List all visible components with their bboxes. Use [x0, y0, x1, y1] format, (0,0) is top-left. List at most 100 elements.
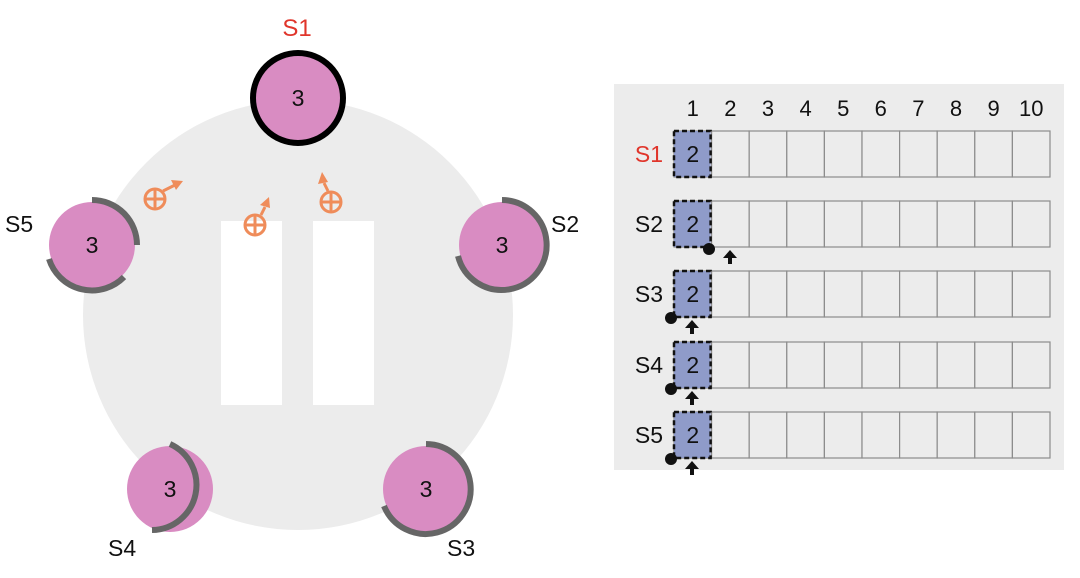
server-s5[interactable]: 3 S5 [5, 197, 140, 294]
log-entry-term: 2 [686, 141, 699, 167]
log-cell [748, 341, 788, 389]
log-entry-term: 2 [686, 281, 699, 307]
log-entry [672, 129, 712, 179]
log-cell [823, 341, 863, 389]
log-row-s1: S1 2 [635, 129, 1051, 179]
server-s4-timeout-ring [151, 441, 200, 533]
log-index-header: 1 [687, 96, 699, 121]
log-cell [786, 411, 825, 459]
log-cell [861, 411, 901, 459]
server-s5-timeout-ring [91, 197, 140, 246]
heartbeat-message-icon [318, 172, 343, 214]
server-s5-node [49, 202, 135, 288]
server-s5-term: 3 [86, 232, 99, 258]
log-cell [1011, 200, 1051, 248]
server-s2-term: 3 [496, 232, 509, 258]
log-cell [974, 341, 1013, 389]
log-index-header: 4 [799, 96, 811, 121]
next-index-arrow-icon [723, 250, 737, 258]
log-row-s5: S5 2 [635, 410, 1051, 475]
log-cell [786, 270, 825, 318]
log-cell [748, 200, 788, 248]
log-cell [898, 200, 938, 248]
log-cell [1011, 411, 1051, 459]
server-s3-node [383, 446, 469, 532]
log-entry [672, 410, 712, 460]
log-cell [786, 200, 825, 248]
next-index-arrow-icon [685, 391, 699, 399]
log-cell [898, 270, 938, 318]
log-cell [786, 130, 825, 178]
server-s2[interactable]: 3 S2 [455, 197, 579, 293]
log-cell [861, 341, 901, 389]
log-cell [710, 341, 750, 389]
server-s2-timeout-ring [455, 197, 550, 293]
next-index-arrow-icon [685, 320, 699, 328]
next-index-arrow-stem [690, 398, 694, 405]
commit-index-dot-icon [665, 312, 677, 324]
log-cell [974, 411, 1013, 459]
log-row-label: S1 [635, 141, 663, 167]
log-cell [748, 270, 788, 318]
log-index-header: 7 [912, 96, 924, 121]
log-cell [710, 270, 750, 318]
server-s3[interactable]: 3 S3 [381, 441, 475, 561]
log-entry [672, 269, 712, 319]
log-cell [974, 270, 1013, 318]
log-cell [936, 130, 976, 178]
log-cell [936, 341, 976, 389]
heartbeat-message-icon [143, 180, 183, 211]
log-cell [1011, 130, 1051, 178]
log-cell [898, 341, 938, 389]
log-entry-term: 2 [686, 422, 699, 448]
cluster-ring-background [83, 100, 513, 530]
server-s1-node [250, 50, 346, 146]
server-s2-node [459, 202, 545, 288]
server-s1[interactable]: 3 S1 [250, 15, 346, 146]
log-index-header: 9 [987, 96, 999, 121]
heartbeat-message-icon [243, 197, 270, 237]
log-index-header: 5 [837, 96, 849, 121]
log-cell [936, 411, 976, 459]
log-entry [672, 199, 712, 249]
message-lane-left [221, 221, 282, 405]
next-index-arrow-stem [690, 468, 694, 475]
log-row-label: S5 [635, 422, 663, 448]
server-s5-label: S5 [5, 211, 33, 237]
log-cell [974, 200, 1013, 248]
log-index-header: 3 [762, 96, 774, 121]
server-s1-term: 3 [292, 85, 305, 111]
log-entry-term: 2 [686, 211, 699, 237]
log-cell [898, 130, 938, 178]
log-index-header: 10 [1019, 96, 1043, 121]
server-s2-label: S2 [551, 211, 579, 237]
server-s4-label: S4 [108, 535, 136, 561]
log-entry-term: 2 [686, 352, 699, 378]
log-cell [823, 270, 863, 318]
log-index-header: 6 [875, 96, 887, 121]
log-cell [1011, 270, 1051, 318]
server-s4-term: 3 [164, 476, 177, 502]
log-cell [710, 411, 750, 459]
log-cell [710, 200, 750, 248]
next-index-arrow-stem [690, 327, 694, 334]
log-cell [786, 341, 825, 389]
server-s4[interactable]: 3 S4 [108, 441, 213, 561]
cluster-view: 3 S1 3 S2 3 S3 3 S4 3 [5, 15, 579, 561]
log-cell [710, 130, 750, 178]
server-s3-label: S3 [447, 535, 475, 561]
commit-index-dot-icon [665, 383, 677, 395]
server-s5-timeout-ring-lower [46, 258, 127, 294]
log-row-label: S2 [635, 211, 663, 237]
log-index-header: 2 [724, 96, 736, 121]
commit-index-dot-icon [703, 243, 715, 255]
commit-index-dot-icon [665, 453, 677, 465]
log-cell [974, 130, 1013, 178]
log-cell [823, 411, 863, 459]
log-cell [861, 130, 901, 178]
